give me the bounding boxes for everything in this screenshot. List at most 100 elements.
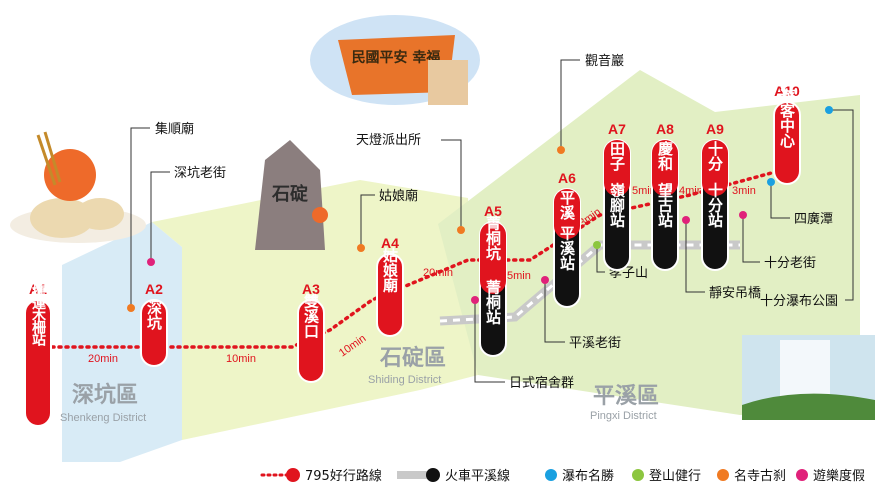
train-station-name: 嶺腳站 [608, 182, 626, 229]
legend-item-bus: 795好行路線 [260, 468, 382, 484]
poi-label: 姑娘廟 [379, 188, 418, 204]
segment-time: 3min [732, 185, 756, 197]
leisure-icon [739, 211, 747, 219]
stop-a6: A6 平溪 平溪站 [553, 170, 581, 308]
waterfall-icon [545, 469, 557, 481]
svg-text:火車平溪線: 火車平溪線 [445, 468, 510, 484]
legend-item-hiking: 登山健行 [632, 469, 701, 484]
segment-time: 5min [632, 185, 656, 197]
stop-code: A10 [774, 83, 800, 99]
svg-text:Shenkeng District: Shenkeng District [60, 412, 146, 424]
poi-label: 靜安吊橋 [709, 286, 761, 301]
stop-code: A9 [706, 121, 724, 137]
leisure-icon [682, 216, 690, 224]
svg-text:平溪區: 平溪區 [593, 384, 659, 409]
stop-code: A1 [29, 281, 47, 297]
stop-a10: A10 遊客中心 [773, 83, 801, 185]
poi-label: 四廣潭 [794, 212, 833, 227]
segment-time: 5min [507, 270, 531, 282]
sky-lantern-illustration: 民國平安 幸福 [310, 15, 480, 105]
stop-code: A8 [656, 121, 674, 137]
temple-icon [717, 469, 729, 481]
legend: 795好行路線 火車平溪線 瀑布名勝 登山健行 名寺古刹 遊樂度假 [260, 468, 865, 484]
svg-text:Shiding District: Shiding District [368, 374, 441, 386]
segment-time: 10min [226, 353, 256, 365]
temple-icon [357, 244, 365, 252]
leisure-icon [541, 276, 549, 284]
train-station-icon [426, 468, 440, 482]
legend-item-train: 火車平溪線 [397, 468, 510, 484]
stop-name: 捷運木柵站 [30, 283, 47, 347]
svg-text:遊樂度假: 遊樂度假 [813, 468, 865, 484]
hiking-icon [632, 469, 644, 481]
stop-code: A7 [608, 121, 626, 137]
mascot-food-illustration [10, 131, 146, 243]
leisure-icon [796, 469, 808, 481]
district-label-pingxi: 平溪區 Pingxi District [590, 384, 659, 422]
stop-name: 遊客中心 [778, 87, 796, 149]
rock-text: 石碇 [271, 183, 308, 205]
poi-label: 集順廟 [155, 121, 194, 137]
district-label-shiding: 石碇區 Shiding District [368, 345, 446, 386]
temple-icon [127, 304, 135, 312]
temple-icon [557, 146, 565, 154]
stop-code: A2 [145, 281, 163, 297]
waterfall-illustration [742, 335, 875, 420]
sky-lantern-text: 民國平安 幸福 [352, 49, 441, 66]
stop-code: A5 [484, 203, 502, 219]
poi-label: 平溪老街 [569, 336, 621, 351]
stop-a2: A2 深坑 [140, 281, 168, 367]
stop-code: A6 [558, 170, 576, 186]
stop-a4: A4 姑娘廟 [376, 235, 404, 337]
svg-text:名寺古刹: 名寺古刹 [734, 468, 786, 484]
stop-name: 深坑 [145, 299, 163, 331]
stop-a1: A1 捷運木柵站 [24, 281, 52, 427]
stop-a5: A5 菁桐坑 菁桐站 [479, 203, 507, 357]
stop-a8: A8 慶和 望古站 [651, 121, 679, 271]
poi-label: 深坑老街 [174, 166, 226, 181]
waterfall-icon [767, 178, 775, 186]
hiking-icon [593, 241, 601, 249]
leisure-icon [147, 258, 155, 266]
segment-time: 4min [679, 185, 703, 197]
shenkeng-zone [62, 222, 182, 462]
stop-name: 田子 [608, 141, 626, 172]
svg-text:Pingxi District: Pingxi District [590, 410, 657, 422]
segment-time: 20min [423, 267, 453, 279]
legend-item-temple: 名寺古刹 [717, 468, 786, 484]
stop-name: 姑娘廟 [381, 247, 399, 294]
district-label-shenkeng: 深坑區 Shenkeng District [60, 382, 146, 424]
svg-text:795好行路線: 795好行路線 [305, 468, 382, 484]
svg-text:瀑布名勝: 瀑布名勝 [562, 468, 614, 484]
stop-code: A4 [381, 235, 399, 251]
waterfall-icon [825, 106, 833, 114]
train-station-name: 平溪站 [558, 226, 576, 272]
svg-text:石碇區: 石碇區 [379, 345, 446, 371]
stop-name: 十分 [706, 140, 724, 172]
temple-icon [457, 226, 465, 234]
poi-label: 觀音巖 [585, 53, 624, 69]
poi-label: 十分老街 [764, 256, 816, 271]
shiding-rock-illustration: 石碇 [255, 140, 328, 250]
train-station-name: 望古站 [656, 182, 674, 229]
train-station-name: 菁桐站 [484, 279, 502, 326]
stop-a7: A7 田子 嶺腳站 [603, 121, 631, 271]
stop-name: 平溪 [558, 190, 576, 221]
svg-text:深坑區: 深坑區 [72, 382, 138, 408]
svg-text:登山健行: 登山健行 [649, 469, 701, 484]
train-station-name: 十分站 [706, 182, 724, 229]
poi-label: 日式宿舍群 [509, 375, 574, 391]
stop-code: A3 [302, 281, 320, 297]
stop-name: 慶和 [656, 140, 674, 172]
segment-time: 20min [88, 353, 118, 365]
stop-name: 菁桐坑 [484, 215, 502, 262]
stop-a9: A9 十分 十分站 [701, 121, 729, 271]
stop-a3: A3 雙溪口 [297, 281, 325, 383]
stop-name: 雙溪口 [302, 293, 320, 339]
poi-label: 十分瀑布公園 [760, 294, 838, 309]
poi-leader-lines [130, 59, 854, 383]
poi-label: 天燈派出所 [356, 133, 421, 148]
legend-item-leisure: 遊樂度假 [796, 468, 865, 484]
